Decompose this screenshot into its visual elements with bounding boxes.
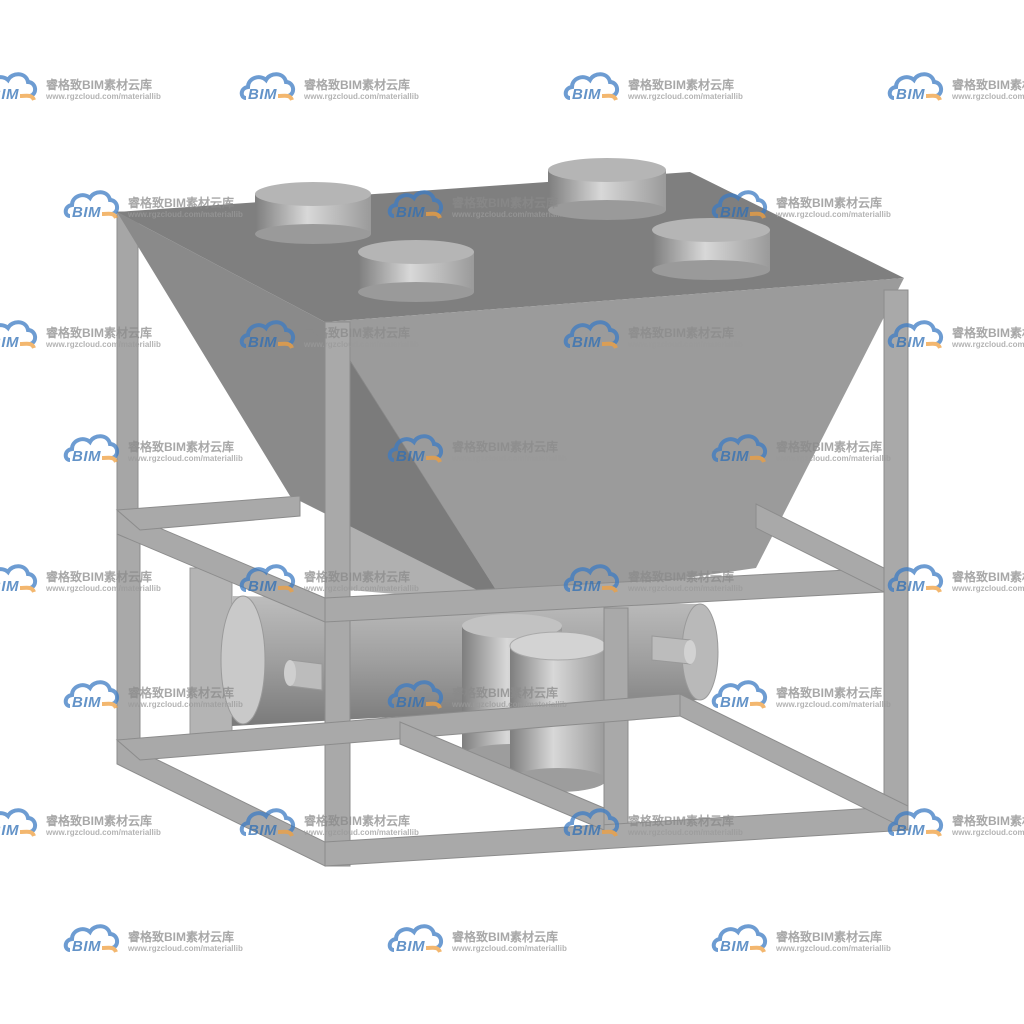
- inlet-cylinders: [255, 158, 770, 302]
- outlet-cylinders: [462, 614, 607, 792]
